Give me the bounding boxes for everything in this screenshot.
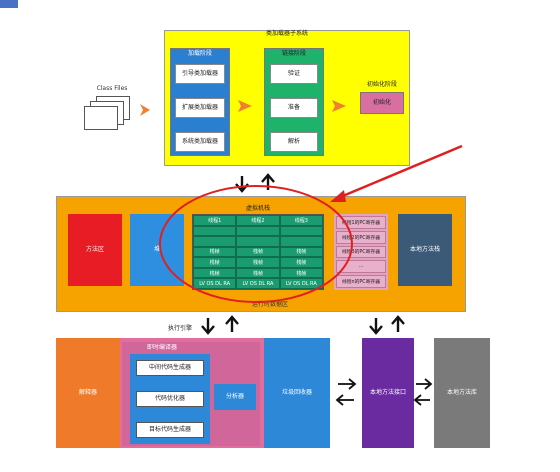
stack-frame: 栈帧 [236,257,280,268]
interpreter: 解释器 [56,338,120,448]
frame-detail: LV OS DL RA [236,278,280,289]
init-box: 初始化 [360,92,404,114]
arrow-left-icon [335,394,354,406]
pc-row: 线程3的PC寄存器 [336,245,386,259]
stack-frame: 栈帧 [279,257,323,268]
stack-cell [279,236,323,247]
thread-header: 线程2 [236,215,280,226]
arrow-down-icon [369,318,383,335]
frame-detail: LV OS DL RA [279,278,323,289]
pc-row: ... [336,260,386,274]
stack-title: 虚拟机栈 [245,205,270,212]
analyzer: 分析器 [214,384,256,410]
arrow-right-icon [332,100,346,112]
arrow-right-icon [416,378,433,390]
arrow-up-icon [225,315,239,332]
jit-title: 即时编译器 [146,344,177,351]
runtime-title: 运行时数据区 [251,301,288,308]
stack-cell [236,225,280,237]
pc-row: 线程1的PC寄存器 [336,216,386,229]
intermediate-codegen: 中间代码生成器 [136,360,204,376]
stack-frame: 栈帧 [279,267,323,279]
stack-cell [279,225,323,237]
extension-loader: 扩展类加载器 [175,98,225,118]
pc-row: 线程2的PC寄存器 [336,230,386,244]
highlight-arrowhead [330,190,346,202]
window-corner [0,0,18,8]
stack-frame: 栈帧 [193,246,237,258]
native-method-interface: 本地方法接口 [362,338,414,448]
stack-frame: 栈帧 [236,267,280,279]
stack-cell [236,236,280,247]
resolve-step: 解析 [270,132,318,152]
pc-registers: 线程1的PC寄存器 线程2的PC寄存器 线程3的PC寄存器 ... 线程n的PC… [334,214,388,290]
arrow-right-icon [338,378,357,390]
arrow-down-icon [201,318,215,335]
arrow-right-icon [238,100,252,112]
arrow-left-icon [413,394,430,406]
jvm-stack: 线程1 线程2 线程3 栈帧 栈帧 栈帧 栈帧 栈帧 栈帧 栈帧 栈帧 栈帧 L… [192,214,324,290]
exec-title: 执行引擎 [167,325,192,332]
stack-cell [193,236,237,247]
native-method-library: 本地方法库 [434,338,490,448]
code-optimizer: 代码优化器 [136,391,204,407]
class-files-label: Class Files [96,85,128,92]
arrow-up-icon [261,173,275,190]
link-stage-title: 链接阶段 [281,50,306,57]
stack-frame: 栈帧 [193,267,237,279]
stack-frame: 栈帧 [279,246,323,258]
stack-frame: 栈帧 [193,257,237,268]
verify-step: 验证 [270,64,318,84]
target-codegen: 目标代码生成器 [136,422,204,438]
init-stage-title: 初始化阶段 [366,81,397,88]
system-loader: 系统类加载器 [175,132,225,152]
arrow-right-icon [140,104,150,116]
classloader-title: 类加载器子系统 [265,30,308,37]
pc-row: 线程n的PC寄存器 [336,275,386,288]
highlight-arrow [337,144,463,200]
arrow-down-icon [235,176,249,193]
thread-header: 线程3 [279,215,323,226]
load-stage-title: 加载阶段 [187,50,212,57]
stack-cell [193,225,237,237]
bootstrap-loader: 引导类加载器 [175,64,225,84]
prepare-step: 准备 [270,98,318,118]
method-area: 方法区 [68,214,122,286]
arrow-up-icon [391,315,405,332]
class-file [84,106,118,130]
highlight-ellipse [159,185,353,303]
native-method-stack: 本地方法栈 [398,214,452,286]
thread-header: 线程1 [193,215,237,226]
stack-frame: 栈帧 [236,246,280,258]
garbage-collector: 垃圾回收器 [264,338,330,448]
frame-detail: LV OS DL RA [193,278,237,289]
